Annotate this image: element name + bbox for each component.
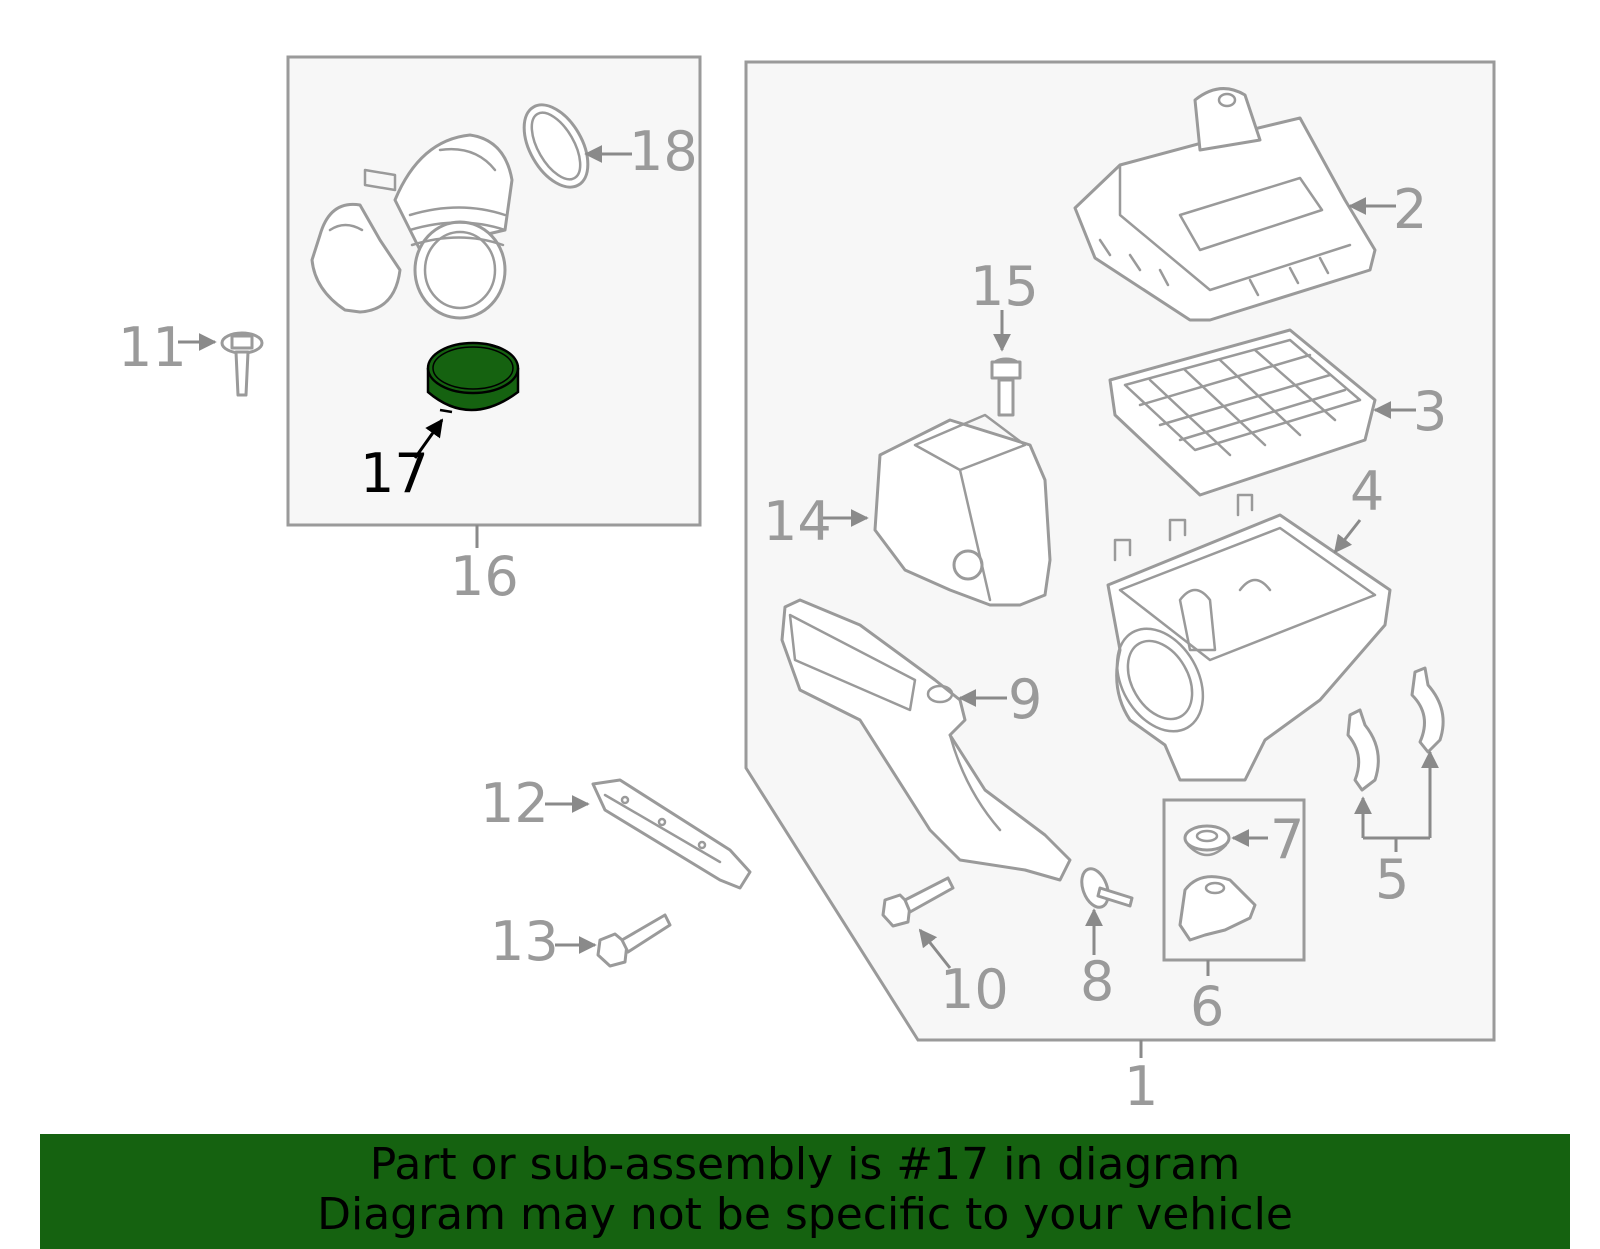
callout-8: 8 [1080, 950, 1114, 1013]
part-12-seal [591, 778, 752, 890]
part-9-duct [780, 598, 1072, 882]
part-13-bolt [596, 913, 672, 968]
callout-13: 13 [490, 910, 559, 973]
callout-9: 9 [1008, 668, 1042, 731]
part-5-clips [1346, 666, 1445, 792]
callout-11: 11 [118, 316, 187, 379]
part-3-filter [1108, 328, 1377, 497]
part-4-housing [1106, 493, 1392, 782]
part-18-clamp [522, 103, 590, 189]
callout-1: 1 [1124, 1055, 1158, 1118]
part-15-bolt [990, 357, 1022, 417]
info-banner: Part or sub-assembly is #17 in diagram D… [40, 1134, 1570, 1249]
part-7-grommet [1183, 824, 1231, 857]
part-6-bracket [1178, 875, 1257, 942]
banner-line-1: Part or sub-assembly is #17 in diagram [369, 1139, 1241, 1190]
callout-16: 16 [450, 545, 519, 608]
callout-3: 3 [1413, 380, 1447, 443]
part-16-meter-duct [310, 133, 514, 320]
callout-4: 4 [1350, 460, 1384, 523]
callout-17: 17 [360, 442, 429, 505]
callout-7: 7 [1270, 808, 1304, 871]
part-11-pin [220, 331, 264, 397]
callout-5: 5 [1375, 848, 1409, 911]
part-17-seal-highlighted [426, 341, 520, 414]
callout-15: 15 [970, 255, 1039, 318]
callout-2: 2 [1393, 178, 1427, 241]
callout-6: 6 [1190, 975, 1224, 1038]
banner-line-2: Diagram may not be specific to your vehi… [317, 1189, 1293, 1240]
part-2-cover [1073, 87, 1377, 322]
callout-14: 14 [763, 490, 832, 553]
callout-10: 10 [940, 958, 1009, 1021]
part-10-bolt [881, 876, 955, 928]
part-14-resonator [873, 413, 1052, 607]
callout-12: 12 [480, 772, 549, 835]
callout-18: 18 [629, 120, 698, 183]
part-8-pin [1080, 867, 1134, 909]
